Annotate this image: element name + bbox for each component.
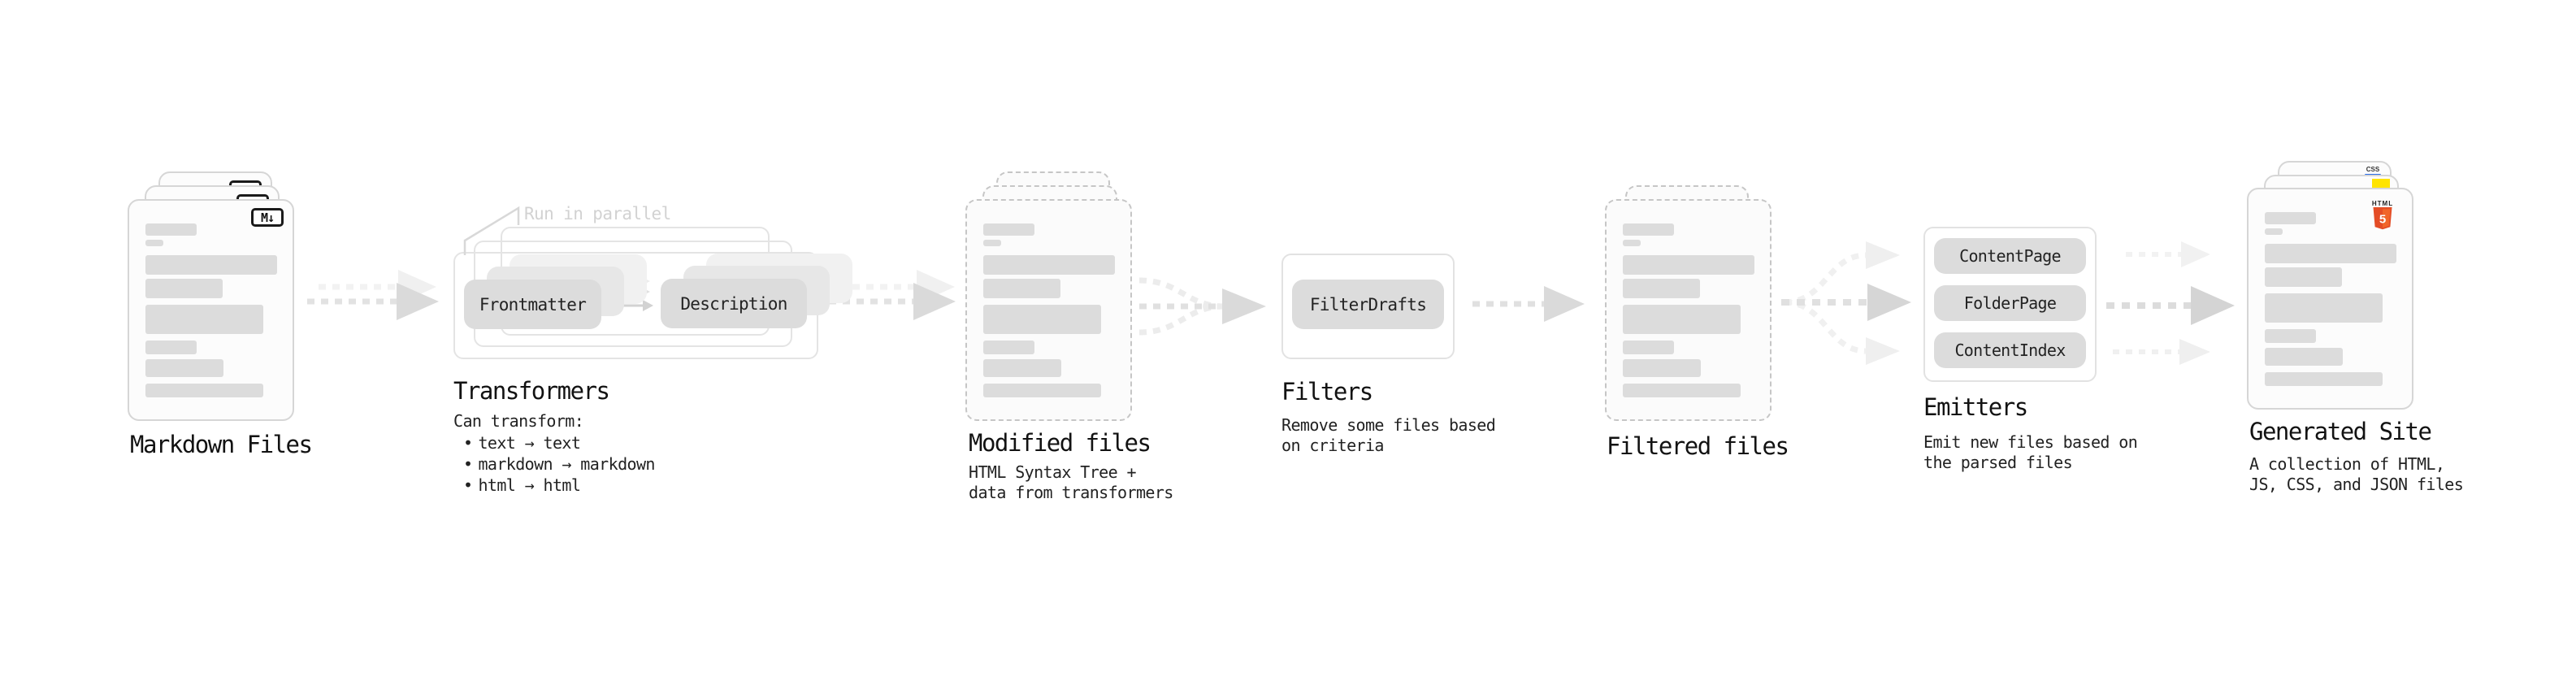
html5-shield-icon: 5 [2373, 207, 2392, 230]
bullet-dot: • [463, 475, 473, 495]
document-content-placeholder [2265, 212, 2396, 386]
frontmatter-node: Frontmatter [464, 280, 601, 329]
arrow-filtered-to-emitters-fanout-icon [1781, 241, 1911, 365]
run-in-parallel-annotation: Run in parallel [524, 204, 671, 223]
arrow-modified-to-filters-converge-icon [1138, 277, 1266, 336]
transformers-description: Can transform: [453, 411, 584, 431]
bullet-item: •text → text [463, 433, 581, 453]
document-content-placeholder [1623, 223, 1754, 397]
stage-title-filters: Filters [1281, 378, 1373, 406]
contentindex-node: ContentIndex [1934, 332, 2086, 368]
emitters-description: Emit new files based on the parsed files [1923, 432, 2138, 472]
js-icon [2372, 179, 2390, 189]
run-in-parallel-leader-line [463, 206, 520, 255]
arrow-markdown-to-transformers-icon [307, 283, 439, 320]
arrow-filters-to-filtered-icon [1472, 286, 1585, 322]
svg-text:5: 5 [2379, 213, 2386, 227]
stage-title-modified-files: Modified files [969, 429, 1151, 457]
generated-site-card-front: HTML 5 [2247, 188, 2413, 410]
markdown-file-card-front: M↓ [128, 199, 294, 421]
modified-files-description: HTML Syntax Tree + data from transformer… [969, 462, 1173, 502]
bullet-item: •markdown → markdown [463, 454, 655, 474]
html5-icon: HTML 5 [2371, 200, 2394, 233]
stage-title-markdown-files: Markdown Files [130, 431, 313, 458]
bullet-dot: • [463, 433, 473, 453]
transformers-bullet-list: •text → text •markdown → markdown •html … [453, 432, 655, 496]
markdown-icon: M↓ [251, 208, 284, 227]
stage-title-generated-site: Generated Site [2249, 418, 2432, 445]
document-content-placeholder [145, 223, 277, 397]
modified-file-card-front [965, 199, 1132, 421]
bullet-dot: • [463, 454, 473, 474]
contentpage-node: ContentPage [1934, 238, 2086, 274]
bullet-item: •html → html [463, 475, 581, 495]
arrow-emitters-to-generated-bottom-icon [2113, 339, 2210, 365]
document-content-placeholder [983, 223, 1115, 397]
filtered-file-card-front [1605, 199, 1772, 421]
stage-title-transformers: Transformers [453, 377, 610, 405]
arrow-emitters-to-generated-middle-icon [2106, 286, 2235, 325]
stage-title-filtered-files: Filtered files [1607, 432, 1789, 460]
filters-description: Remove some files based on criteria [1281, 415, 1496, 455]
folderpage-node: FolderPage [1934, 285, 2086, 321]
generated-site-description: A collection of HTML, JS, CSS, and JSON … [2249, 454, 2464, 494]
description-node: Description [661, 279, 807, 328]
filterdrafts-node: FilterDrafts [1292, 280, 1444, 329]
arrow-emitters-to-generated-top-icon [2126, 241, 2210, 267]
stage-title-emitters: Emitters [1923, 393, 2028, 421]
